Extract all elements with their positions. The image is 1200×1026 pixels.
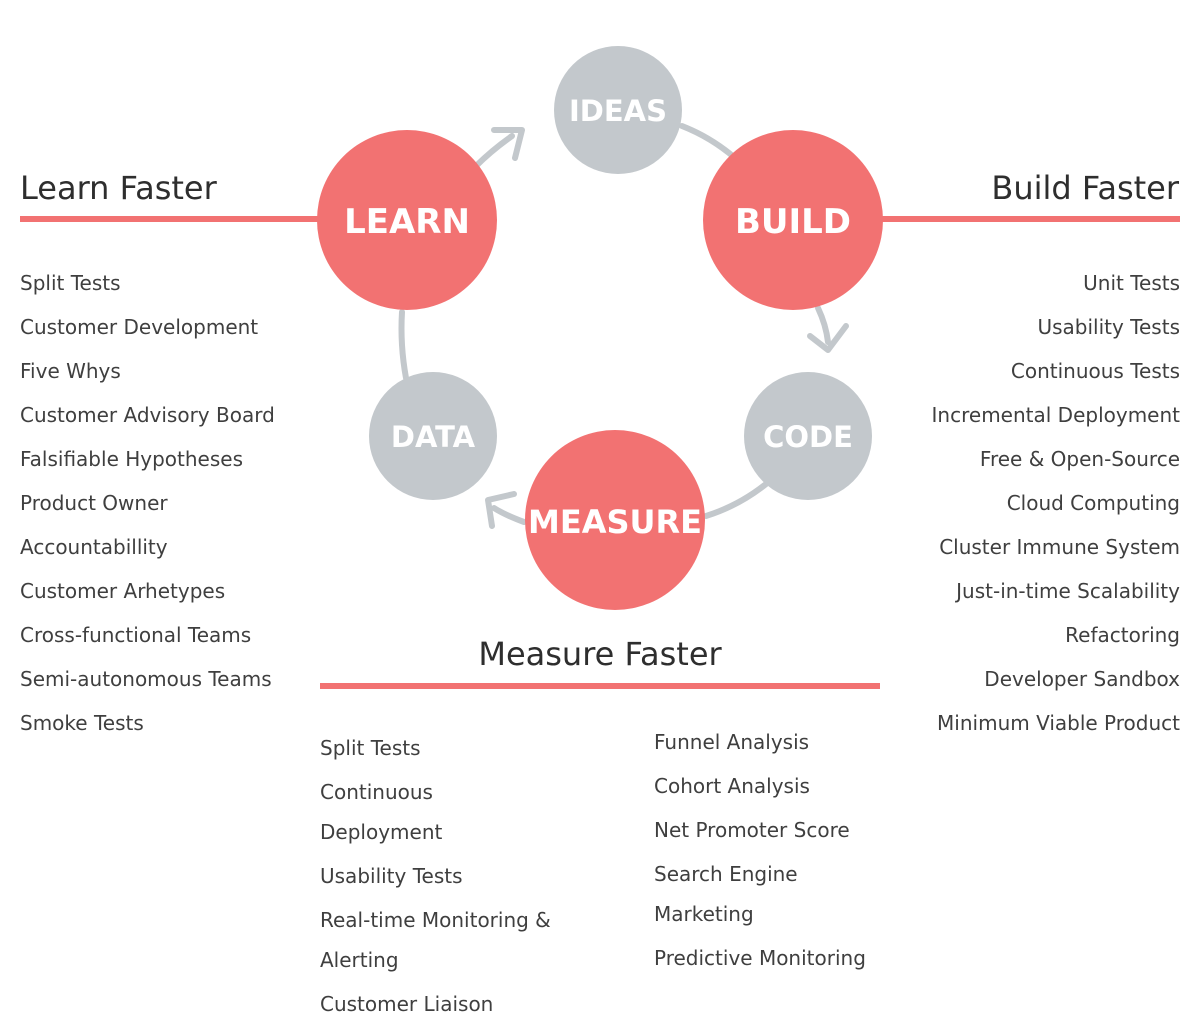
list-item: Just-in-time Scalability [956, 579, 1180, 603]
arrow-icon [807, 323, 849, 353]
node-learn-label: LEARN [344, 202, 470, 242]
list-item: Refactoring [1065, 623, 1180, 647]
list-item: Continuous Tests [1010, 359, 1180, 383]
list-item: Customer Arhetypes [20, 579, 226, 603]
node-code-label: CODE [763, 420, 853, 454]
list-item: Net Promoter Score [654, 818, 850, 842]
list-item: Continuous Deployment [320, 780, 443, 844]
measure-faster-rule [320, 683, 880, 689]
list-item: Split Tests [320, 736, 421, 760]
list-item: Customer Advisory Board [20, 403, 275, 427]
cycle-arrowheads [485, 127, 849, 529]
list-item: Product Owner [20, 491, 168, 515]
list-item: Customer Development [20, 315, 259, 339]
list-item: Minimum Viable Product [937, 711, 1180, 735]
list-item: Funnel Analysis [654, 730, 810, 754]
learn-faster-title: Learn Faster [20, 169, 217, 207]
connector-data-learn [398, 309, 409, 381]
node-measure-label: MEASURE [528, 503, 702, 541]
connector-ideas-build [679, 123, 738, 161]
list-item: Real-time Monitoring & Alerting [320, 908, 551, 972]
list-item: Cloud Computing [1006, 491, 1180, 515]
connector-build-code [815, 305, 831, 345]
list-item: Falsifiable Hypotheses [20, 447, 243, 471]
build-faster-rule [870, 216, 1180, 222]
node-ideas-label: IDEAS [569, 94, 667, 128]
list-item: Search Engine Marketing [654, 862, 798, 926]
arrow-icon [485, 491, 517, 529]
list-item: Smoke Tests [20, 711, 144, 735]
list-item: Incremental Deployment [931, 403, 1180, 427]
list-item: Usability Tests [320, 864, 463, 888]
cycle-connectors [398, 123, 831, 525]
node-data: DATA [369, 372, 497, 500]
connector-measure-data [491, 505, 527, 525]
build-faster-title: Build Faster [991, 169, 1179, 207]
list-item: Cross-functional Teams [20, 623, 252, 647]
list-item: Free & Open-Source [979, 447, 1180, 471]
list-item: Usability Tests [1037, 315, 1180, 339]
list-item: Unit Tests [1083, 271, 1180, 295]
list-item: Semi-autonomous Teams [20, 667, 272, 691]
arrow-icon [491, 127, 525, 161]
node-build: BUILD [703, 130, 883, 310]
list-item: Cluster Immune System [939, 535, 1180, 559]
node-code: CODE [744, 372, 872, 500]
node-ideas: IDEAS [554, 46, 682, 174]
list-item: Customer Liaison [320, 992, 494, 1016]
node-build-label: BUILD [735, 202, 851, 242]
learn-faster-rule [20, 216, 340, 222]
build-measure-learn-cycle: IDEAS CODE DATA LEARN BUILD MEASURE [317, 46, 883, 610]
list-item: Cohort Analysis [654, 774, 810, 798]
list-item: Five Whys [20, 359, 121, 383]
list-item: Split Tests [20, 271, 121, 295]
connector-code-measure [703, 481, 769, 519]
node-data-label: DATA [391, 420, 476, 454]
list-item: Predictive Monitoring [654, 946, 866, 970]
list-item: Accountabillity [20, 535, 168, 559]
node-learn: LEARN [317, 130, 497, 310]
list-item: Developer Sandbox [984, 667, 1180, 691]
node-measure: MEASURE [525, 430, 705, 610]
connector-learn-ideas [473, 133, 515, 169]
measure-faster-title: Measure Faster [478, 635, 722, 673]
